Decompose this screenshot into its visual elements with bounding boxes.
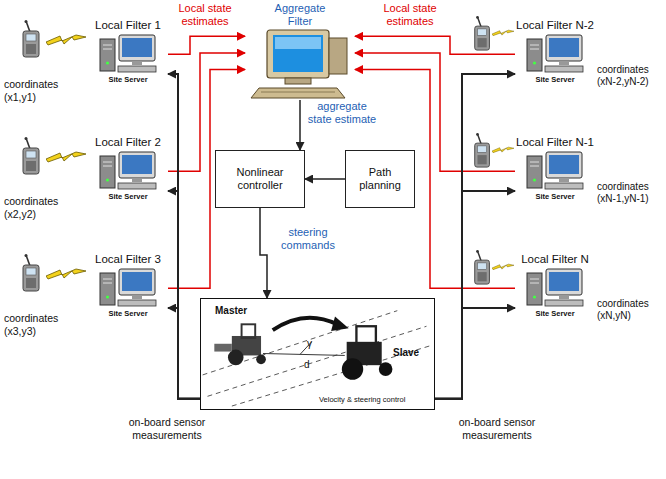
connector [435, 308, 515, 399]
server-caption: Site Server [515, 309, 595, 318]
local-filter: Local Filter 2 Site Server [88, 135, 168, 201]
server-caption: Site Server [88, 309, 168, 318]
connector [168, 191, 200, 399]
vehicle-caption: Master [215, 305, 247, 316]
server-icon-shape [100, 269, 156, 306]
local-filter: Local Filter N-2Site Server [515, 18, 595, 84]
text-label: coordinates (xN-2,yN-2) [597, 64, 661, 88]
server-caption: Site Server [515, 192, 595, 201]
filter-title: Local Filter 2 [88, 135, 168, 149]
filter-title: Local Filter N [515, 252, 595, 266]
server-icon [525, 33, 585, 75]
server-caption: Site Server [88, 192, 168, 201]
box-text: Path planning [351, 166, 409, 192]
computer-icon-shape [251, 30, 347, 98]
connector [435, 74, 515, 399]
text-label: coordinates (xN-1,yN-1) [597, 181, 661, 205]
connector [168, 36, 245, 54]
text-label: coordinates (xN,yN) [597, 298, 661, 322]
computer-icon [245, 28, 355, 100]
server-icon [525, 150, 585, 192]
connector [168, 308, 200, 399]
radio-link [492, 147, 514, 153]
text-label: coordinates (x3,y3) [4, 312, 70, 337]
server-icon-shape [527, 152, 583, 189]
server-icon [98, 150, 158, 192]
connector [305, 178, 345, 180]
local-filter: Local Filter 3 Site Server [88, 252, 168, 318]
connector [168, 74, 200, 399]
radio-link [46, 269, 86, 279]
vehicle-panel: MasterSlaveVelocity & steering control [200, 298, 435, 410]
connector [435, 191, 515, 399]
connector [355, 36, 515, 54]
server-icon [525, 267, 585, 309]
connector [260, 208, 267, 298]
radio-link [492, 30, 514, 36]
filter-title: Local Filter 1 [88, 18, 168, 32]
filter-title: Aggregate Filter [263, 2, 337, 28]
local-filter: Local Filter N-1Site Server [515, 135, 595, 201]
server-icon-shape [100, 152, 156, 189]
gps-receiver [23, 137, 39, 174]
server-icon [98, 33, 158, 75]
aggregate-filter: Aggregate Filter [245, 2, 355, 100]
text-label: on-board sensor measurements [442, 416, 552, 441]
local-filter: Local Filter 1 Site Server [88, 18, 168, 84]
text-label: γ [307, 338, 319, 350]
vehicle-caption: Slave [393, 347, 419, 358]
radio-link [492, 264, 514, 270]
process-box: Nonlinear controller [215, 150, 305, 208]
gps-receiver [475, 250, 490, 284]
edge-label: Local state estimates [165, 2, 245, 28]
radio-link [46, 35, 86, 45]
server-icon [98, 267, 158, 309]
box-text: Nonlinear controller [221, 166, 299, 192]
filter-title: Local Filter N-1 [515, 135, 595, 149]
text-label: d [304, 359, 316, 371]
gps-receiver [475, 133, 490, 167]
radio-link [46, 152, 86, 162]
connector [299, 100, 301, 150]
server-icon-shape [100, 35, 156, 72]
server-icon-shape [527, 35, 583, 72]
edge-label: steering commands [272, 226, 344, 252]
server-caption: Site Server [88, 75, 168, 84]
tractor-illustration-shape [203, 311, 431, 406]
edge-label: aggregate state estimate [306, 100, 378, 126]
edge-label: Local state estimates [370, 2, 450, 28]
process-box: Path planning [345, 150, 415, 208]
gps-receiver [23, 254, 39, 291]
filter-title: Local Filter 3 [88, 252, 168, 266]
server-caption: Site Server [515, 75, 595, 84]
gps-receiver [23, 20, 39, 57]
text-label: coordinates (x2,y2) [4, 195, 70, 220]
text-label: on-board sensor measurements [112, 416, 222, 441]
local-filter: Local Filter N Site Server [515, 252, 595, 318]
filter-title: Local Filter N-2 [515, 18, 595, 32]
vehicle-caption: Velocity & steering control [319, 395, 405, 404]
server-icon-shape [527, 269, 583, 306]
text-label: coordinates (x1,y1) [4, 78, 70, 103]
gps-receiver [475, 16, 490, 50]
